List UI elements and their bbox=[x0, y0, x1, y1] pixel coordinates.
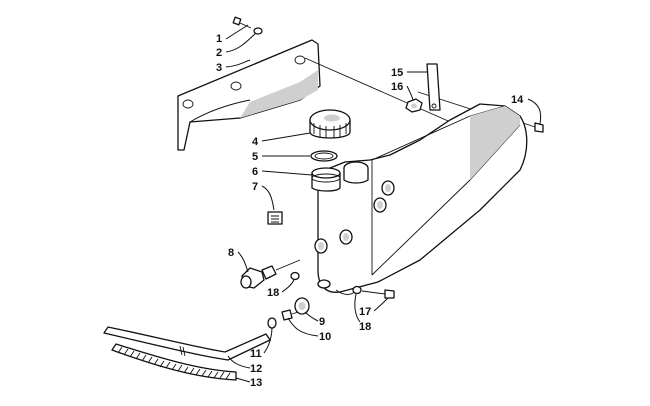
mounting-strap bbox=[426, 63, 441, 111]
callout-4: 4 bbox=[252, 136, 259, 148]
callout-5: 5 bbox=[252, 151, 258, 163]
leader-3 bbox=[225, 59, 251, 68]
callout-18-right: 18 bbox=[359, 321, 371, 333]
leader-6 bbox=[261, 170, 313, 176]
heat-shield bbox=[177, 39, 321, 151]
leader-1 bbox=[225, 24, 249, 40]
callout-18-left: 18 bbox=[267, 287, 279, 299]
callout-16: 16 bbox=[391, 81, 403, 93]
washer-right bbox=[352, 285, 362, 295]
leader-10 bbox=[287, 317, 319, 337]
leader-7 bbox=[261, 185, 275, 211]
leader-17 bbox=[373, 297, 389, 312]
washer-left bbox=[290, 271, 300, 281]
bolt bbox=[519, 121, 544, 133]
spring-sleeve bbox=[111, 343, 237, 381]
screw bbox=[232, 16, 252, 29]
leader-14 bbox=[527, 98, 542, 125]
vent-hose bbox=[103, 326, 271, 361]
nut bbox=[405, 98, 423, 113]
callout-17: 17 bbox=[359, 306, 371, 318]
leader-16 bbox=[406, 85, 414, 101]
reservoir-tank bbox=[311, 103, 528, 295]
grommet bbox=[294, 297, 310, 315]
filler-cap bbox=[309, 109, 351, 139]
callout-1: 1 bbox=[216, 33, 222, 45]
leader-18-right bbox=[354, 293, 361, 323]
warning-decal bbox=[267, 211, 283, 225]
leader-9 bbox=[304, 311, 319, 322]
callout-2: 2 bbox=[216, 47, 222, 59]
callout-6: 6 bbox=[252, 166, 258, 178]
drain-valve bbox=[240, 259, 301, 289]
callout-15: 15 bbox=[391, 67, 403, 79]
callout-14: 14 bbox=[511, 94, 524, 106]
callout-3: 3 bbox=[216, 62, 222, 74]
mount-guide-line bbox=[304, 57, 456, 125]
callout-7: 7 bbox=[252, 181, 258, 193]
callout-10: 10 bbox=[319, 331, 331, 343]
leader-12 bbox=[227, 355, 251, 369]
leader-2 bbox=[225, 32, 257, 53]
callout-11: 11 bbox=[250, 348, 262, 360]
leader-18-left bbox=[281, 279, 295, 293]
hose-clamp bbox=[267, 317, 277, 329]
callout-8: 8 bbox=[228, 247, 234, 259]
callout-9: 9 bbox=[319, 316, 325, 328]
washer bbox=[253, 27, 263, 35]
hose-fitting bbox=[281, 309, 299, 321]
leader-8 bbox=[237, 251, 249, 273]
callout-13: 13 bbox=[250, 377, 262, 389]
leader-4 bbox=[261, 132, 311, 142]
leader-11 bbox=[263, 327, 273, 354]
leader-13 bbox=[235, 377, 251, 383]
mounting-bolt bbox=[361, 289, 395, 299]
callout-12: 12 bbox=[250, 363, 262, 375]
o-ring-inner bbox=[314, 152, 334, 160]
